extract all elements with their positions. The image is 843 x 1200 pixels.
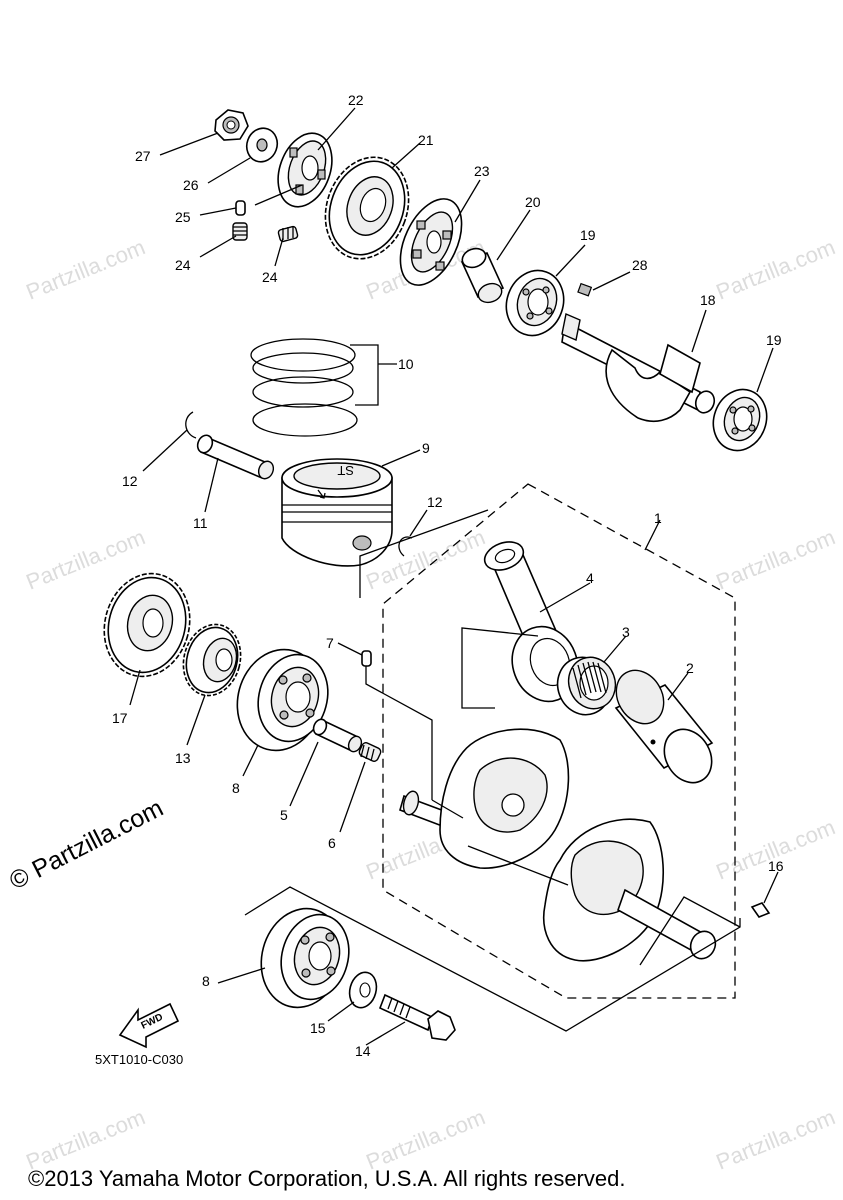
lock-washer-part-26 <box>245 127 279 163</box>
part-label-8-upper: 8 <box>232 780 240 796</box>
pin-part-25 <box>235 200 246 216</box>
part-label-17: 17 <box>112 710 128 726</box>
bearing-part-19-right <box>712 388 768 452</box>
key-part-16 <box>750 902 771 918</box>
part-label-28: 28 <box>632 257 648 273</box>
balancer-drive-gear-part-13 <box>182 623 242 697</box>
part-label-15: 15 <box>310 1020 326 1036</box>
crank-pin-part-2 <box>614 669 714 784</box>
piston-pin-clip-part-12-left <box>185 411 197 439</box>
balancer-shaft-part-18 <box>561 313 716 422</box>
piston-part-9: ST <box>281 458 393 567</box>
part-label-13: 13 <box>175 750 191 766</box>
balancer-gear-part-21 <box>324 156 410 260</box>
spring-part-24-left <box>232 222 248 241</box>
bolt-part-14 <box>378 993 456 1041</box>
part-label-23: 23 <box>474 163 490 179</box>
part-label-8-lower: 8 <box>202 973 210 989</box>
part-label-2: 2 <box>686 660 694 676</box>
partzilla-watermark: © Partzilla.com <box>5 794 168 895</box>
watermark-text: Partzilla.com <box>23 234 149 304</box>
part-label-19-right: 19 <box>766 332 782 348</box>
part-label-11: 11 <box>193 515 208 531</box>
part-label-9: 9 <box>422 440 430 456</box>
part-label-4: 4 <box>586 570 594 586</box>
nut-part-27 <box>214 109 249 141</box>
part-label-3: 3 <box>622 624 630 640</box>
part-label-1: 1 <box>654 510 662 526</box>
watermark-text: Partzilla.com <box>363 1104 489 1174</box>
crank-bearing-part-8-upper <box>236 648 329 752</box>
part-label-24-center: 24 <box>262 269 278 285</box>
key-part-28 <box>577 282 593 297</box>
part-label-16: 16 <box>768 858 784 874</box>
part-label-10: 10 <box>398 356 414 372</box>
part-label-25: 25 <box>175 209 191 225</box>
bearing-part-19-upper <box>505 269 565 337</box>
piston-pin-part-11 <box>196 434 275 480</box>
spring-part-24-center <box>277 225 299 243</box>
part-label-12-left: 12 <box>122 473 138 489</box>
fwd-direction-arrow: FWD <box>118 1002 180 1049</box>
part-label-20: 20 <box>525 194 541 210</box>
washer-part-15 <box>348 971 378 1009</box>
damper-dish-part-23 <box>399 198 463 286</box>
part-label-7: 7 <box>326 635 334 651</box>
part-label-22: 22 <box>348 92 364 108</box>
watermark-text: Partzilla.com <box>713 234 839 304</box>
piston-mark-text: ST <box>337 463 354 478</box>
part-label-5: 5 <box>280 807 288 823</box>
watermark-text: Partzilla.com <box>23 1104 149 1174</box>
leader-lines <box>129 107 779 1046</box>
part-number-labels: 1 2 3 4 5 6 7 8 8 9 10 11 12 12 13 14 15… <box>112 92 784 1059</box>
part-label-21: 21 <box>418 132 434 148</box>
needle-bearing-part-3 <box>556 656 617 716</box>
spring-part-6 <box>358 742 382 762</box>
collar-part-20 <box>460 247 505 304</box>
part-label-18: 18 <box>700 292 716 308</box>
part-label-24-left: 24 <box>175 257 191 273</box>
part-label-12-right: 12 <box>427 494 443 510</box>
watermark-text: Partzilla.com <box>713 1104 839 1174</box>
part-label-14: 14 <box>355 1043 371 1059</box>
pin-part-5 <box>312 718 363 753</box>
diagram-code: 5XT1010-C030 <box>95 1052 183 1067</box>
part-label-6: 6 <box>328 835 336 851</box>
crank-web-left <box>399 728 570 869</box>
crank-web-right <box>543 818 717 962</box>
part-label-27: 27 <box>135 148 151 164</box>
copyright-notice: ©2013 Yamaha Motor Corporation, U.S.A. A… <box>28 1166 625 1191</box>
drive-plate-part-22 <box>277 132 333 208</box>
part-label-19-upper: 19 <box>580 227 596 243</box>
part-label-26: 26 <box>183 177 199 193</box>
pin-part-7 <box>361 650 372 667</box>
primary-gear-part-17 <box>103 572 191 678</box>
watermark-text: Partzilla.com <box>713 524 839 594</box>
watermark-text: Partzilla.com <box>713 814 839 884</box>
piston-rings-part-10 <box>250 338 358 437</box>
crank-bearing-part-8-lower <box>260 907 350 1009</box>
